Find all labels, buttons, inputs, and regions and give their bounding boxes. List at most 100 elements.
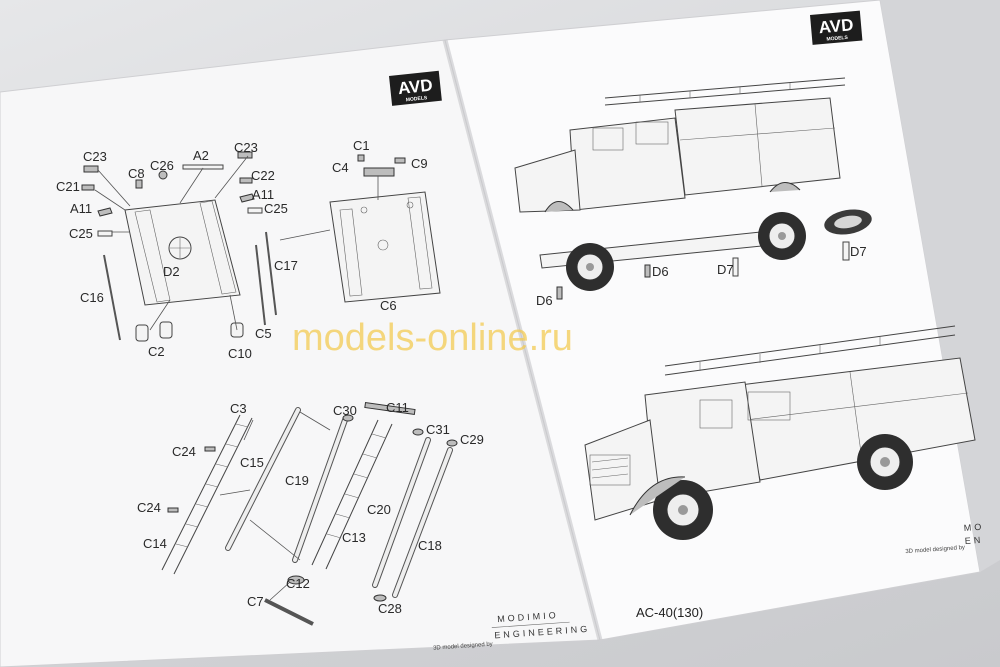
part-c21 xyxy=(81,184,95,191)
brand-modimio: MODIMIO xyxy=(497,610,559,624)
label-c25-a: C25 xyxy=(69,226,93,241)
part-c24-b xyxy=(167,507,179,513)
part-c11 xyxy=(364,401,416,416)
part-c31 xyxy=(412,428,424,436)
part-a2 xyxy=(182,164,224,170)
label-d7-a: D7 xyxy=(850,244,867,259)
part-a11-b xyxy=(239,193,255,203)
label-c28: C28 xyxy=(378,601,402,616)
part-c13-ladder xyxy=(311,419,393,570)
part-d6-a xyxy=(644,264,651,278)
label-c4: C4 xyxy=(332,160,349,175)
chassis-body-assembly xyxy=(81,151,277,342)
designed-by-text: 3D model designed by xyxy=(905,545,965,555)
chassis-view xyxy=(539,209,872,300)
part-a11-a xyxy=(97,207,113,217)
label-c9: C9 xyxy=(411,156,428,171)
rear-arch xyxy=(769,182,801,193)
label-c11: C11 xyxy=(386,400,409,415)
label-c24-b: C24 xyxy=(137,500,161,515)
label-c8: C8 xyxy=(128,166,145,181)
logo-main: AVD xyxy=(818,15,854,37)
part-c28 xyxy=(373,594,387,602)
label-c22: C22 xyxy=(251,168,275,183)
watermark: models-online.ru xyxy=(292,317,573,359)
label-c7: C7 xyxy=(247,594,264,609)
label-c19: C19 xyxy=(285,473,309,488)
label-c17: C17 xyxy=(274,258,298,273)
label-d6-b: D6 xyxy=(536,293,553,308)
label-c10: C10 xyxy=(228,346,252,361)
label-c21: C21 xyxy=(56,179,80,194)
label-c13: C13 xyxy=(342,530,366,545)
label-c16: C16 xyxy=(80,290,104,305)
part-c24-a xyxy=(204,446,216,452)
part-c9 xyxy=(394,157,406,164)
part-c25-b xyxy=(247,207,263,214)
part-c8 xyxy=(135,179,143,189)
truck-perspective-view xyxy=(584,325,976,540)
part-c25-a xyxy=(97,230,113,237)
bottom-assembly-labels: C3 C24 C15 C19 C30 C11 C31 C29 C24 C20 C… xyxy=(137,400,484,616)
part-c16 xyxy=(103,254,121,341)
truck-hood xyxy=(514,149,581,213)
part-c23-b xyxy=(237,151,253,159)
part-c2-b xyxy=(159,321,173,339)
part-c5 xyxy=(255,244,266,326)
right-logo: AVD MODELS xyxy=(810,10,863,45)
part-c7 xyxy=(264,598,314,626)
label-c23-a: C23 xyxy=(83,149,107,164)
part-c22 xyxy=(239,177,253,184)
logo-main: AVD xyxy=(397,76,433,99)
label-c20: C20 xyxy=(367,502,391,517)
label-c23-b: C23 xyxy=(234,140,258,155)
label-c26: C26 xyxy=(150,158,174,173)
label-c25-b: C25 xyxy=(264,201,288,216)
part-c14-ladder xyxy=(161,414,253,575)
brand-engineering-partial: EN xyxy=(964,535,983,546)
part-d6-b xyxy=(556,286,563,300)
front-wheel-3q xyxy=(653,480,713,540)
c6-plate-assembly xyxy=(279,154,441,303)
top-right-labels: C1 C4 C9 C6 xyxy=(332,138,428,313)
truck-side-view xyxy=(514,77,846,213)
label-c3: C3 xyxy=(230,401,247,416)
part-c12 xyxy=(287,575,305,585)
label-a2: A2 xyxy=(193,148,209,163)
part-d7-a xyxy=(732,257,739,277)
label-c5: C5 xyxy=(255,326,272,341)
spine-fold xyxy=(442,39,603,641)
label-a11-a: A11 xyxy=(70,201,92,216)
label-d7-b: D7 xyxy=(717,262,734,277)
label-c15: C15 xyxy=(240,455,264,470)
label-c29: C29 xyxy=(460,432,484,447)
spare-wheel xyxy=(824,209,872,235)
part-c2-a xyxy=(135,324,149,342)
part-c29 xyxy=(446,439,458,447)
rear-wheel xyxy=(758,212,806,260)
rear-wheel-3q xyxy=(857,434,913,490)
ladder-assembly xyxy=(161,401,458,626)
right-footer: 3D model designed by MO EN xyxy=(905,522,984,556)
part-c17 xyxy=(265,231,277,316)
front-arch xyxy=(544,201,574,213)
part-c4 xyxy=(363,167,395,177)
label-d2: D2 xyxy=(163,264,180,279)
top-assembly-labels: C23 C26 A2 C23 C8 C21 C22 A11 A11 C25 C2… xyxy=(56,140,298,361)
label-c31: C31 xyxy=(426,422,450,437)
label-c14: C14 xyxy=(143,536,167,551)
label-c18: C18 xyxy=(418,538,442,553)
left-logo: AVD MODELS xyxy=(389,70,442,106)
brand-modimio-partial: MO xyxy=(963,522,984,533)
part-d7-b xyxy=(842,241,850,261)
model-name: AC-40(130) xyxy=(636,605,703,620)
truck-body-box xyxy=(674,97,841,196)
label-c2: C2 xyxy=(148,344,165,359)
label-d6-a: D6 xyxy=(652,264,669,279)
label-c1: C1 xyxy=(353,138,370,153)
part-c30 xyxy=(342,414,354,422)
front-wheel xyxy=(566,243,614,291)
part-c1 xyxy=(357,154,365,162)
designed-by-text: 3D model designed by xyxy=(433,642,493,652)
